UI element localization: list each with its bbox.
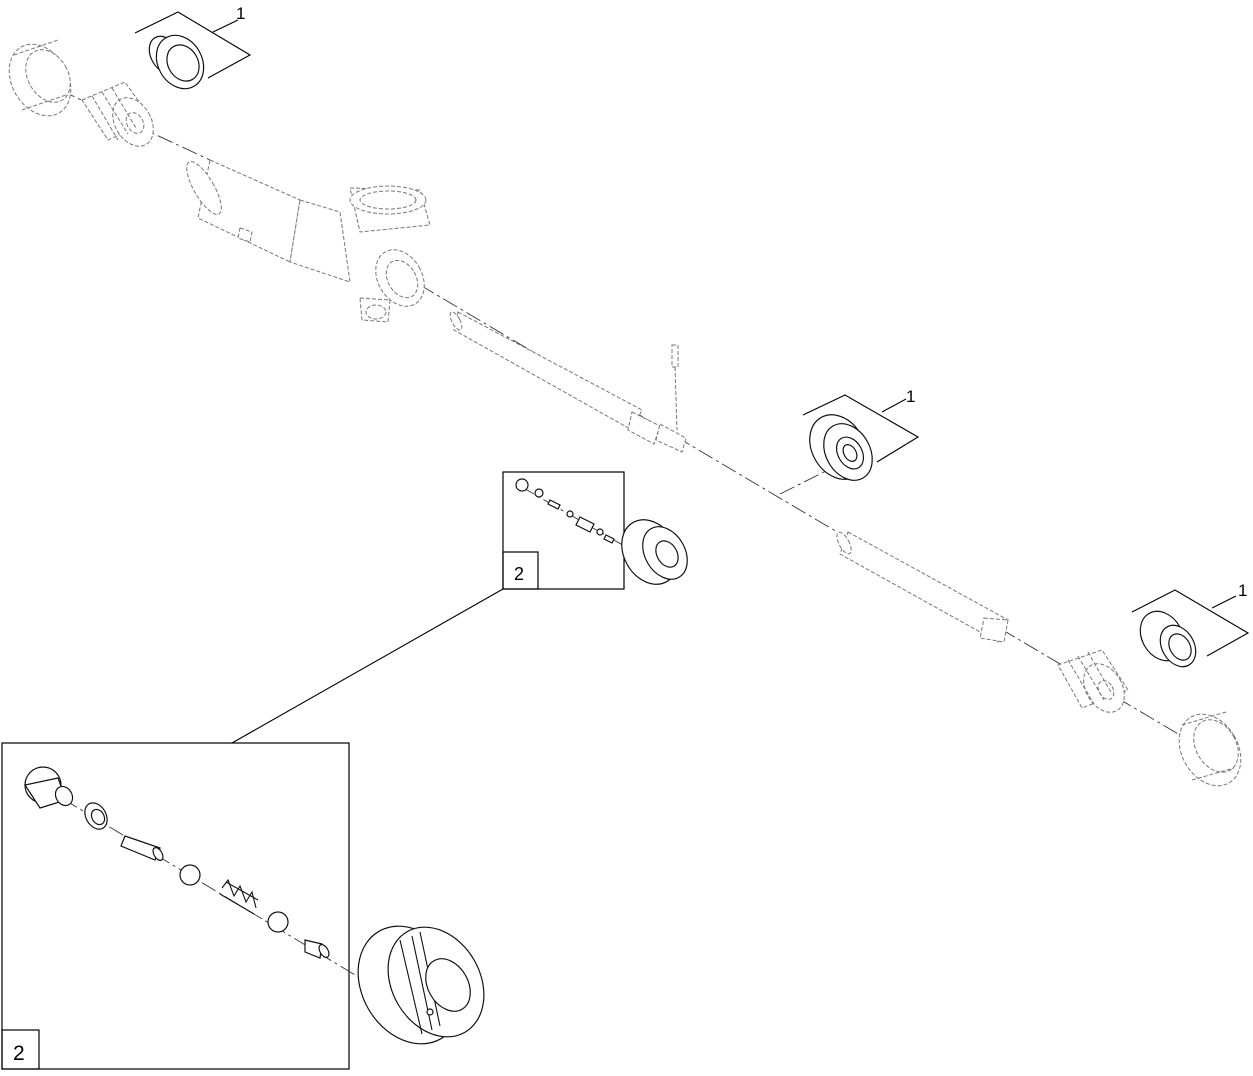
callout-seal-kit-middle: 1 — [802, 387, 920, 463]
gland-nut-right — [1178, 711, 1242, 787]
detail-label-2-small: 2 — [514, 564, 524, 584]
callout-label-1-top: 1 — [236, 4, 245, 23]
callout-seal-kit-top: 1 — [134, 4, 252, 79]
callout-label-1-middle: 1 — [906, 387, 915, 406]
detail-box-small: 2 — [502, 471, 688, 590]
check-valve-spring — [219, 878, 259, 915]
check-valve-ball-1 — [179, 864, 201, 886]
check-valve-pin — [120, 835, 164, 861]
detail-label-2-large: 2 — [13, 1042, 25, 1065]
piston-rod — [449, 311, 687, 453]
check-valve-plug — [24, 766, 74, 809]
check-valve-seat — [304, 939, 330, 959]
check-valve-washer — [84, 802, 108, 830]
set-pin — [671, 344, 679, 431]
callout-label-1-right: 1 — [1238, 581, 1247, 600]
gland-right — [1057, 649, 1129, 713]
seal-kit-right-part — [1139, 610, 1197, 668]
detail-box-large: 2 — [1, 742, 485, 1070]
callout-seal-kit-right: 1 — [1131, 581, 1250, 657]
seal-kit-middle-part — [779, 414, 873, 495]
check-valve-ball-2 — [267, 911, 289, 933]
cylinder-barrel — [186, 159, 431, 323]
rod-section-lower — [836, 531, 1009, 643]
detail-leader-line — [231, 588, 504, 744]
gland-top — [81, 81, 154, 147]
seal-kit-top-part — [148, 34, 205, 90]
gland-nut-top — [8, 39, 72, 117]
piston-assembly — [357, 925, 485, 1045]
